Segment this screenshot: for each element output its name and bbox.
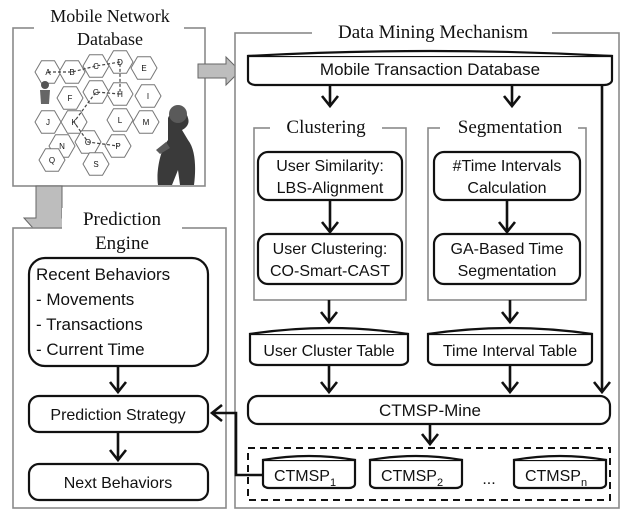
mining-title: Data Mining Mechanism [338,22,528,43]
user-similarity-box [256,150,404,202]
svg-text:CTMSP2: CTMSP2 [381,468,443,489]
svg-text:CTMSP1: CTMSP1 [274,468,336,489]
clustering-title: Clustering [286,117,366,138]
network-cell-label: P [115,142,120,151]
ga-segmentation-line2: Segmentation [458,263,557,280]
recent-item-transactions: - Transactions [36,315,143,334]
time-intervals-line1: #Time Intervals [453,158,562,175]
network-cell-label: Q [49,156,55,165]
ctmsp-mine-label: CTMSP-Mine [379,401,481,420]
ctmsp-patterns-container [247,447,611,501]
ctmsp-mine-box [246,394,612,426]
time-intervals-line2: Calculation [467,180,546,197]
data-mining-mechanism-panel: Data Mining Mechanism Mobile Transaction… [234,20,620,509]
network-cell [106,50,134,74]
network-cell [82,80,110,104]
segmentation-panel: Segmentation #Time Intervals Calculation… [427,115,587,301]
patterns-to-strategy-arrow [209,403,263,477]
network-cell-label: I [147,92,149,101]
movement-path [48,61,121,147]
network-cell [38,148,66,172]
ctmsp-n-sub: n [581,477,587,489]
clustering-panel: Clustering User Similarity: LBS-Alignmen… [253,115,407,301]
svg-text:CTMSPn: CTMSPn [525,468,587,489]
user-cluster-table: User Cluster Table [248,326,410,367]
network-cell [56,86,84,110]
ctmsp-2-sub: 2 [437,477,443,489]
network-cell-label: J [46,118,50,127]
network-cell-label: L [118,116,123,125]
network-cell-label: F [68,94,73,103]
person-on-phone-icon [156,105,196,185]
ctmsp-1-base: CTMSP [274,468,330,485]
network-cell-label: N [59,142,65,151]
time-interval-table-label: Time Interval Table [443,343,577,360]
user-clustering-line2: CO-Smart-CAST [270,263,390,280]
network-cell [130,56,158,80]
user-clustering-line1: User Clustering: [273,241,388,258]
transaction-db-label: Mobile Transaction Database [320,60,540,79]
db-to-mining-arrow [197,55,241,87]
mining-flow-arrows [319,86,612,447]
ctmsp-1-sub: 1 [330,477,336,489]
recent-behaviors-box [27,256,210,368]
prediction-title-line2: Engine [95,233,149,254]
ctmsp-n-base: CTMSP [525,468,581,485]
network-cell [106,108,134,132]
small-person-icon [40,81,50,104]
network-cell [82,152,110,176]
network-cell-label: B [69,68,74,77]
ctmsp-pattern-2: CTMSP2 [368,454,464,490]
next-behaviors-box [27,462,210,502]
network-cell-label: S [93,160,98,169]
prediction-strategy-box [27,394,210,434]
next-behaviors-label: Next Behaviors [64,475,173,492]
segmentation-title: Segmentation [458,117,563,138]
prediction-title-line1: Prediction [83,209,162,230]
ga-segmentation-line1: GA-Based Time [451,241,564,258]
ctmsp-pattern-1: CTMSP1 [261,454,357,490]
network-cell-label: G [93,88,99,97]
user-cluster-table-label: User Cluster Table [263,343,394,360]
network-cell [134,84,162,108]
mobile-transaction-database: Mobile Transaction Database [246,49,614,87]
network-cell-label: C [93,62,99,71]
network-cell-label: M [143,118,150,127]
network-cell-label: E [141,64,146,73]
prediction-engine-panel: Prediction Engine Recent Behaviors - Mov… [12,208,227,509]
network-cell [34,110,62,134]
prediction-flow-arrows [108,367,128,463]
network-cell-label: D [117,58,123,67]
recent-item-current-time: - Current Time [36,340,145,359]
network-cell [132,110,160,134]
user-similarity-line2: LBS-Alignment [277,180,384,197]
patterns-ellipsis: ... [482,471,495,488]
user-similarity-line1: User Similarity: [276,158,384,175]
ctmsp-pattern-n: CTMSPn [512,454,608,490]
recent-item-movements: - Movements [36,290,134,309]
time-interval-table: Time Interval Table [426,326,594,367]
prediction-strategy-label: Prediction Strategy [50,407,185,424]
mobile-db-title-line2: Database [77,29,143,49]
network-cell [82,54,110,78]
mobile-db-title-line1: Mobile Network [50,6,169,26]
recent-behaviors-title: Recent Behaviors [36,265,170,284]
time-intervals-box [432,150,582,202]
ctmsp-2-base: CTMSP [381,468,437,485]
